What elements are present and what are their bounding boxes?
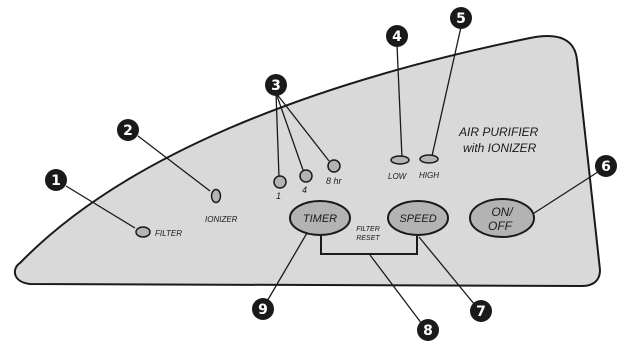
- callout-8-number: 8: [423, 323, 433, 339]
- leader-line-1: [65, 185, 136, 229]
- speed-high-indicator-light: [419, 154, 439, 164]
- filter-indicator-light: [135, 226, 151, 238]
- leader-line-3b: [275, 92, 304, 171]
- callout-2-number: 2: [123, 123, 133, 139]
- leader-line-2: [137, 135, 211, 192]
- callout-1-number: 1: [51, 173, 61, 189]
- speed-button-label: SPEED: [399, 213, 436, 225]
- callout-4-number: 4: [392, 29, 402, 45]
- timer-button[interactable]: TIMER: [289, 200, 351, 236]
- callout-6-number: 6: [601, 159, 611, 175]
- leader-line-5: [431, 26, 462, 157]
- leader-line-4: [396, 44, 403, 159]
- speed-low-indicator-light: [390, 155, 410, 165]
- control-panel-body: [13, 35, 602, 288]
- timer-8-indicator-light: [327, 159, 341, 173]
- filter-reset-label-line-2: RESET: [356, 235, 380, 242]
- callout-1: 1: [45, 169, 67, 191]
- callout-4: 4: [386, 25, 408, 47]
- on-off-label-line-1: ON/: [491, 205, 514, 219]
- speed-high-label: HIGH: [419, 171, 439, 180]
- timer-1-indicator-light: [273, 175, 287, 189]
- callout-3-number: 3: [271, 78, 281, 94]
- callout-8: 8: [417, 319, 439, 341]
- filter-reset-bracket: [320, 236, 418, 255]
- callout-6: 6: [595, 155, 617, 177]
- leader-line-9: [265, 232, 308, 304]
- leader-line-8: [369, 254, 426, 329]
- on-off-label-line-2: OFF: [488, 219, 513, 233]
- filter-reset-label-line-1: FILTER: [356, 226, 380, 233]
- ionizer-label: IONIZER: [205, 215, 238, 224]
- leader-line-6: [527, 169, 602, 218]
- callout-2: 2: [117, 119, 139, 141]
- callout-9-number: 9: [258, 302, 268, 318]
- callout-5: 5: [450, 7, 472, 29]
- ionizer-indicator-light: [210, 188, 222, 204]
- leader-line-3a: [275, 92, 280, 178]
- callout-5-number: 5: [456, 11, 466, 27]
- leader-line-7: [418, 236, 476, 306]
- speed-button[interactable]: SPEED: [387, 200, 449, 236]
- leader-lines: [65, 26, 602, 329]
- filter-label: FILTER: [155, 229, 182, 238]
- on-off-button[interactable]: ON/ OFF: [469, 198, 535, 238]
- speed-low-label: LOW: [388, 172, 408, 181]
- panel-title-line-1: AIR PURIFIER: [458, 125, 539, 139]
- callout-7: 7: [470, 300, 492, 322]
- callout-3: 3: [265, 74, 287, 96]
- callout-7-number: 7: [476, 304, 486, 320]
- timer-1-label: 1: [276, 191, 281, 201]
- panel-title-line-2: with IONIZER: [463, 141, 537, 155]
- timer-4-label: 4: [302, 185, 307, 195]
- timer-8-label: 8 hr: [326, 176, 343, 186]
- timer-4-indicator-light: [299, 169, 313, 183]
- callout-9: 9: [252, 298, 274, 320]
- timer-button-label: TIMER: [303, 213, 337, 225]
- leader-line-3c: [275, 92, 330, 162]
